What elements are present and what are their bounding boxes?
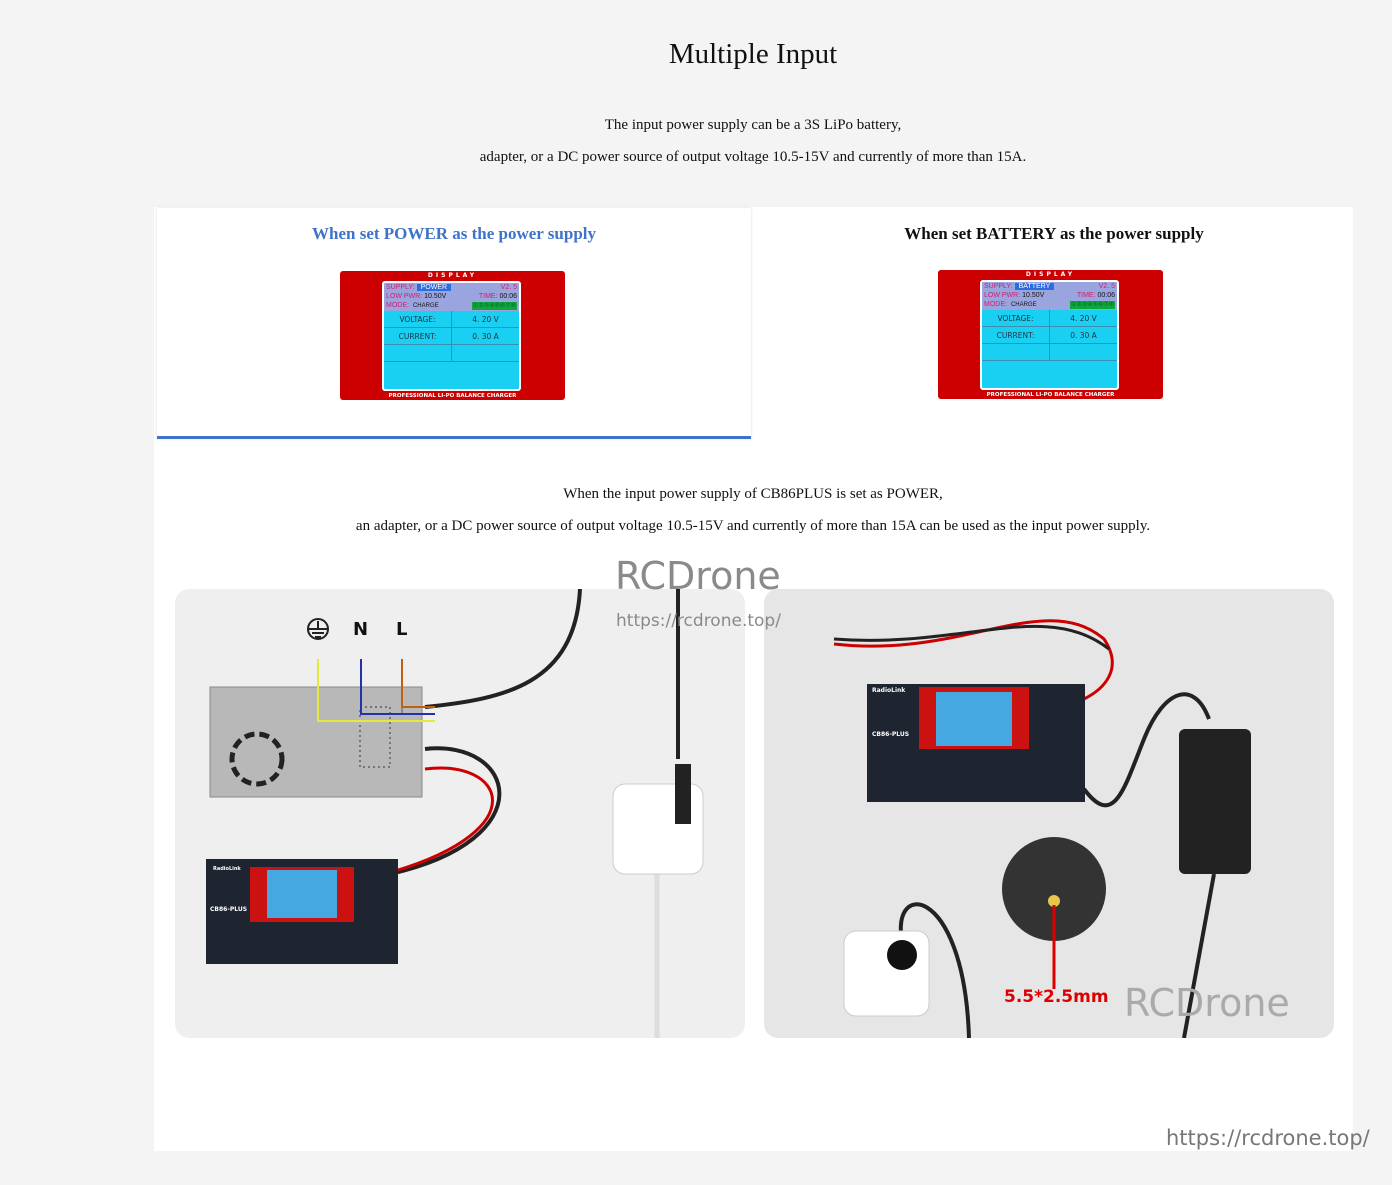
voltage-value: 4. 20 V xyxy=(472,315,499,324)
voltage-value: 4. 20 V xyxy=(1070,314,1097,323)
time-label: TIME: xyxy=(478,293,498,300)
device-model: CB86-PLUS xyxy=(872,731,910,738)
time-value: 00:06 xyxy=(499,293,517,300)
mode-label: MODE: xyxy=(386,301,409,309)
low-pwr-label: LOW PWR: xyxy=(386,293,423,300)
voltage-label: VOLTAGE: xyxy=(384,311,452,327)
display-footer: PROFESSIONAL LI-PO BALANCE CHARGER xyxy=(388,393,517,399)
label-l: L xyxy=(396,619,408,640)
display-header: DISPLAY xyxy=(1025,271,1076,278)
display-header: DISPLAY xyxy=(427,272,478,279)
display-battery: DISPLAY SUPPLY: BATTERY V2. 5 LOW PWR: 10… xyxy=(938,270,1163,399)
low-pwr-value: 10.50V xyxy=(1022,292,1045,299)
mode-label: MODE: xyxy=(984,300,1007,308)
time-value: 00:06 xyxy=(1097,292,1115,299)
intro-line-2: adapter, or a DC power source of output … xyxy=(479,149,1027,165)
current-label: CURRENT: xyxy=(982,327,1050,343)
watermark-brand: RCDrone xyxy=(615,554,781,598)
watermark-url-corner: https://rcdrone.top/ xyxy=(1166,1126,1370,1150)
lcd-screen: SUPPLY: BATTERY V2. 5 LOW PWR: 10.50V TIME… xyxy=(980,280,1119,390)
description-line-1: When the input power supply of CB86PLUS … xyxy=(563,486,943,502)
voltage-label: VOLTAGE: xyxy=(982,310,1050,326)
supply-value: POWER xyxy=(416,284,452,291)
tab-battery-label: When set BATTERY as the power supply xyxy=(904,224,1204,243)
watermark-brand-bottom: RCDrone xyxy=(1124,981,1290,1025)
current-value: 0. 30 A xyxy=(1070,331,1097,340)
low-pwr-label: LOW PWR: xyxy=(984,292,1021,299)
supply-label: SUPPLY: xyxy=(386,284,415,291)
current-value: 0. 30 A xyxy=(472,332,499,341)
connector-spec: 5.5*2.5mm xyxy=(1004,987,1109,1007)
version: V2. 5 xyxy=(500,284,517,291)
page-title: Multiple Input xyxy=(668,38,838,70)
label-n: N xyxy=(353,619,369,640)
time-label: TIME: xyxy=(1076,292,1096,299)
current-label: CURRENT: xyxy=(384,328,452,344)
ground-icon xyxy=(307,618,329,640)
mode-value: CHARGE xyxy=(1010,301,1037,308)
version: V2. 5 xyxy=(1098,283,1115,290)
tab-battery[interactable]: When set BATTERY as the power supply DIS… xyxy=(755,208,1353,439)
adapter-illustration xyxy=(833,619,1251,1038)
tab-power[interactable]: When set POWER as the power supply DISPL… xyxy=(157,208,751,439)
device-brand: RadioLink xyxy=(213,866,241,872)
cell-indicators: ①②③④⑤⑥⑦⑧ xyxy=(1069,300,1115,309)
cell-indicators: ①②③④⑤⑥⑦⑧ xyxy=(471,301,517,310)
device-brand: RadioLink xyxy=(872,687,906,694)
display-footer: PROFESSIONAL LI-PO BALANCE CHARGER xyxy=(986,392,1115,398)
watermark-url: https://rcdrone.top/ xyxy=(616,611,781,631)
display-power: DISPLAY SUPPLY: POWER V2. 5 LOW PWR: 10.5… xyxy=(340,271,565,400)
power-supply-illustration xyxy=(206,589,704,1038)
supply-value: BATTERY xyxy=(1014,283,1055,290)
photo-power-supply-setup: N L CB86-PLUS RadioLink xyxy=(175,589,745,1038)
photo-adapter-setup: RadioLink CB86-PLUS 5.5*2.5mm RCDrone xyxy=(764,589,1334,1038)
supply-label: SUPPLY: xyxy=(984,283,1013,290)
description-line-2: an adapter, or a DC power source of outp… xyxy=(355,518,1151,534)
low-pwr-value: 10.50V xyxy=(424,293,447,300)
device-model: CB86-PLUS xyxy=(210,906,248,913)
tab-power-label: When set POWER as the power supply xyxy=(312,224,596,243)
mode-value: CHARGE xyxy=(412,302,439,309)
intro-line-1: The input power supply can be a 3S LiPo … xyxy=(604,117,902,133)
